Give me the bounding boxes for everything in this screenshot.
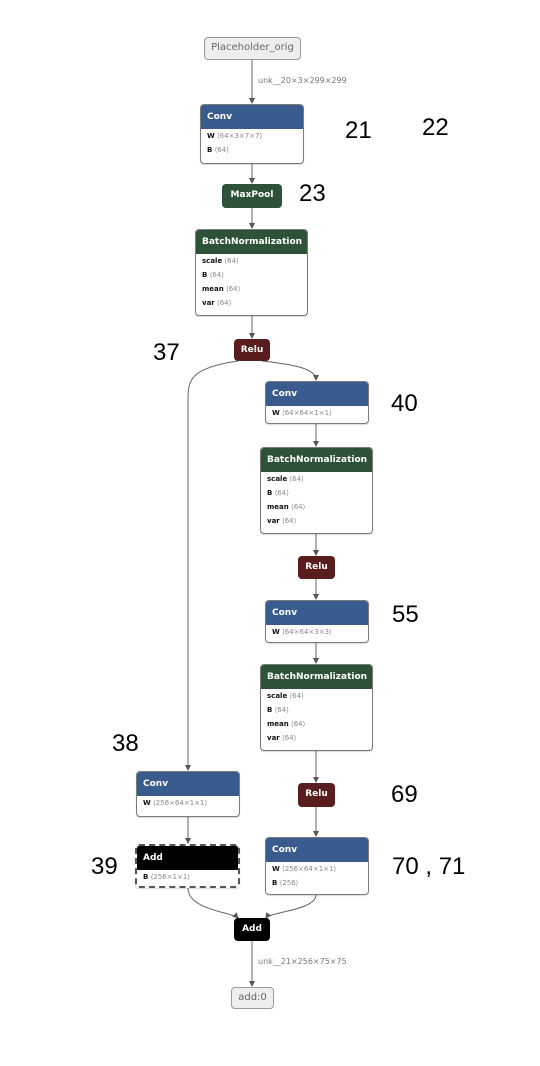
input-shape-label: unk__20×3×299×299 [258, 76, 347, 85]
annotation-23: 23 [299, 180, 326, 207]
annotation-40: 40 [391, 390, 418, 417]
input-node[interactable]: Placeholder_orig [204, 37, 301, 60]
output-shape-label: unk__21×256×75×75 [258, 957, 347, 966]
conv2-attr-w: W ⟨64×64×1×1⟩ [272, 409, 332, 417]
add-final-node[interactable]: Add [234, 918, 270, 941]
relu2-node[interactable]: Relu [298, 556, 335, 579]
conv-skip-title: Conv [137, 772, 239, 796]
bn3-attr-b: B ⟨64⟩ [267, 706, 289, 714]
conv-skip-node[interactable]: Conv W ⟨256×64×1×1⟩ [136, 771, 240, 817]
bn2-title: BatchNormalization [261, 448, 372, 472]
conv4-attr-w: W ⟨256×64×1×1⟩ [272, 865, 337, 873]
bn3-title: BatchNormalization [261, 665, 372, 689]
annotation-70-71: 70 , 71 [392, 853, 466, 880]
annotation-22: 22 [422, 114, 449, 141]
edge-relu1-conv2 [261, 360, 319, 381]
conv2-node[interactable]: Conv W ⟨64×64×1×1⟩ [265, 381, 369, 424]
bn3-node[interactable]: BatchNormalization scale ⟨64⟩ B ⟨64⟩ mea… [260, 664, 373, 751]
conv1-attr-b: B ⟨64⟩ [207, 146, 229, 154]
bn1-attr-mean: mean ⟨64⟩ [202, 285, 241, 293]
bn1-node[interactable]: BatchNormalization scale ⟨64⟩ B ⟨64⟩ mea… [195, 229, 308, 316]
bn2-attr-scale: scale ⟨64⟩ [267, 475, 304, 483]
conv1-title: Conv [201, 105, 303, 129]
annotation-38: 38 [112, 730, 139, 757]
bn1-title: BatchNormalization [196, 230, 307, 254]
conv1-node[interactable]: Conv W ⟨64×3×7×7⟩ B ⟨64⟩ [200, 104, 304, 164]
add-skip-title: Add [137, 846, 238, 870]
edge-relu1-convskip [185, 360, 239, 771]
conv3-title: Conv [266, 601, 368, 625]
maxpool-node[interactable]: MaxPool [222, 184, 282, 208]
bn3-attr-mean: mean ⟨64⟩ [267, 720, 306, 728]
conv2-title: Conv [266, 382, 368, 406]
bn2-node[interactable]: BatchNormalization scale ⟨64⟩ B ⟨64⟩ mea… [260, 447, 373, 534]
relu3-node[interactable]: Relu [298, 783, 335, 807]
conv4-title: Conv [266, 838, 368, 862]
bn1-attr-scale: scale ⟨64⟩ [202, 257, 239, 265]
bn2-attr-b: B ⟨64⟩ [267, 489, 289, 497]
conv-skip-attr-w: W ⟨256×64×1×1⟩ [143, 799, 208, 807]
relu1-node[interactable]: Relu [234, 339, 270, 361]
annotation-39: 39 [91, 853, 118, 880]
bn2-attr-var: var ⟨64⟩ [267, 517, 297, 525]
conv3-attr-w: W ⟨64×64×3×3⟩ [272, 628, 332, 636]
conv1-attr-w: W ⟨64×3×7×7⟩ [207, 132, 263, 140]
bn1-attr-var: var ⟨64⟩ [202, 299, 232, 307]
annotation-55: 55 [392, 601, 419, 628]
annotation-37: 37 [153, 339, 180, 366]
add-skip-attr-b: B ⟨256×1×1⟩ [143, 873, 191, 881]
annotation-21: 21 [345, 117, 372, 144]
edge-addskip-addfinal [187, 887, 239, 919]
add-skip-node[interactable]: Add B ⟨256×1×1⟩ [135, 844, 240, 888]
conv4-attr-b: B ⟨256⟩ [272, 879, 299, 887]
annotation-69: 69 [391, 781, 418, 808]
bn2-attr-mean: mean ⟨64⟩ [267, 503, 306, 511]
bn1-attr-b: B ⟨64⟩ [202, 271, 224, 279]
conv4-node[interactable]: Conv W ⟨256×64×1×1⟩ B ⟨256⟩ [265, 837, 369, 895]
edge-conv4-addfinal [265, 894, 317, 919]
conv3-node[interactable]: Conv W ⟨64×64×3×3⟩ [265, 600, 369, 643]
bn3-attr-var: var ⟨64⟩ [267, 734, 297, 742]
output-node[interactable]: add:0 [231, 987, 274, 1009]
bn3-attr-scale: scale ⟨64⟩ [267, 692, 304, 700]
